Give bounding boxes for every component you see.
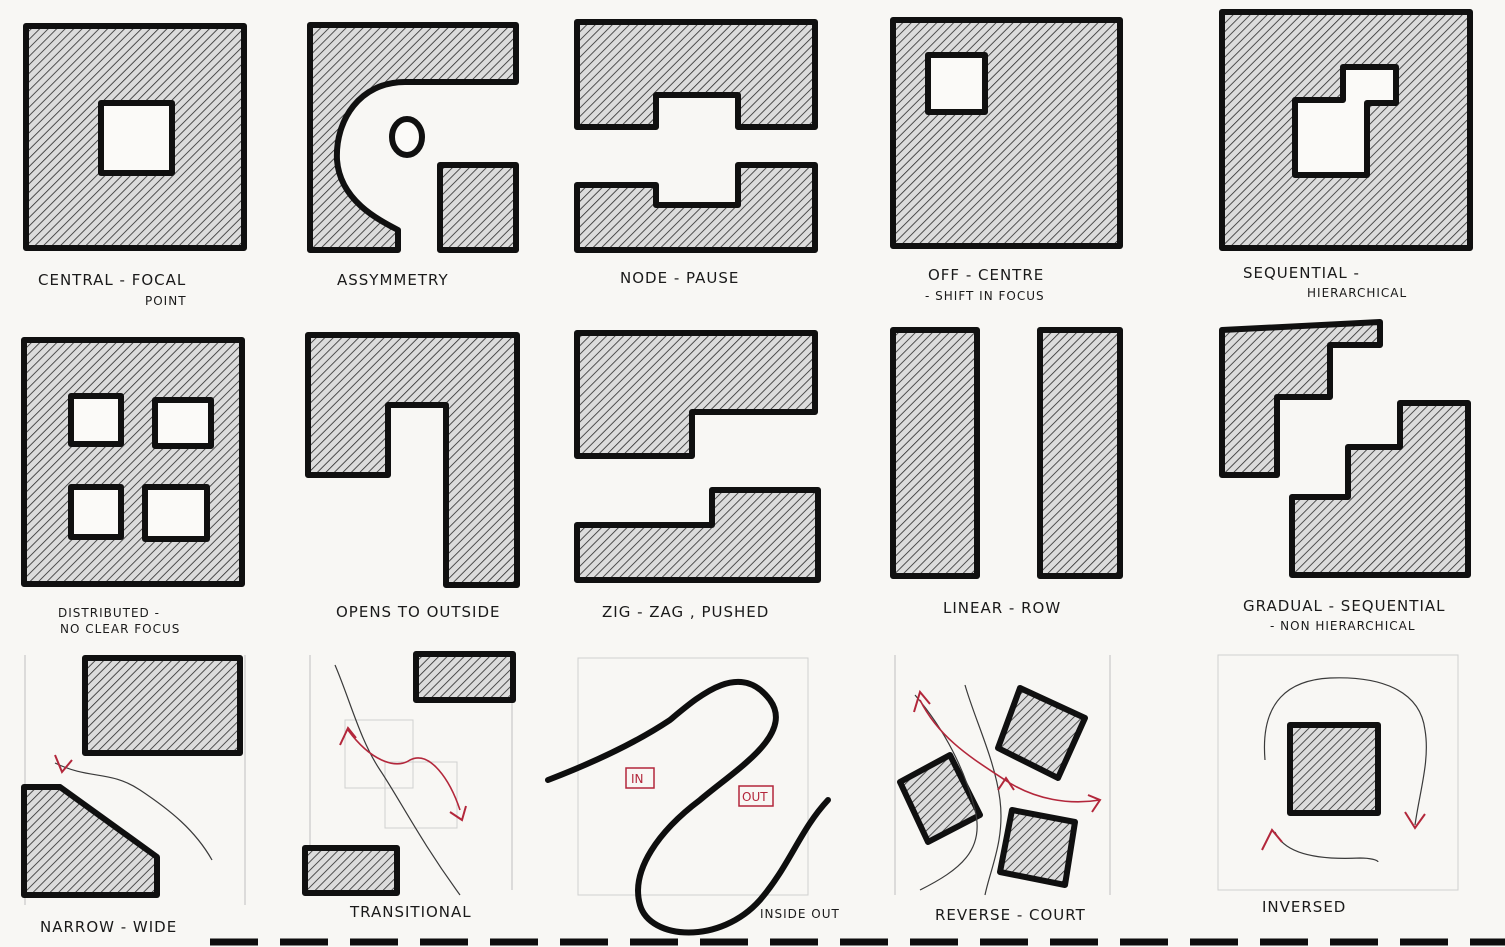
diagram-inversed: INVERSED xyxy=(1218,655,1458,916)
diagram-distributed: DISTRIBUTED - NO CLEAR FOCUS xyxy=(24,340,242,636)
label-gradual-line2: - NON HIERARCHICAL xyxy=(1270,619,1416,633)
diagram-gradual: GRADUAL - SEQUENTIAL - NON HIERARCHICAL xyxy=(1222,322,1468,633)
label-asymmetry: ASSYMMETRY xyxy=(337,271,449,289)
diagram-sequential: SEQUENTIAL - HIERARCHICAL xyxy=(1222,12,1470,300)
label-central-line2: POINT xyxy=(145,294,187,308)
diagram-central-focal: CENTRAL - FOCAL POINT xyxy=(26,26,244,308)
tag-in: IN xyxy=(631,772,644,786)
label-insideout: INSIDE OUT xyxy=(760,907,840,921)
diagram-off-centre: OFF - CENTRE - SHIFT IN FOCUS xyxy=(893,20,1120,303)
label-zigzag: ZIG - ZAG , PUSHED xyxy=(602,603,769,621)
label-sequential-line2: HIERARCHICAL xyxy=(1307,286,1407,300)
label-central-line1: CENTRAL - FOCAL xyxy=(38,271,186,289)
diagram-opens-to-outside: OPENS TO OUTSIDE xyxy=(308,335,517,621)
label-off-centre-line1: OFF - CENTRE xyxy=(928,266,1044,284)
diagram-linear: LINEAR - ROW xyxy=(893,330,1120,617)
label-opens: OPENS TO OUTSIDE xyxy=(336,603,501,621)
label-distributed-line2: NO CLEAR FOCUS xyxy=(60,622,180,636)
diagram-narrow-wide: NARROW - WIDE xyxy=(24,655,245,936)
label-distributed-line1: DISTRIBUTED - xyxy=(58,606,160,620)
diagram-node-pause: NODE - PAUSE xyxy=(577,22,815,287)
label-reverse: REVERSE - COURT xyxy=(935,906,1086,924)
diagram-zigzag: ZIG - ZAG , PUSHED xyxy=(577,333,818,621)
diagram-reverse-court: REVERSE - COURT xyxy=(895,655,1110,924)
label-sequential-line1: SEQUENTIAL - xyxy=(1243,264,1360,282)
label-transitional: TRANSITIONAL xyxy=(349,903,472,921)
label-inversed: INVERSED xyxy=(1262,898,1346,916)
label-off-centre-line2: - SHIFT IN FOCUS xyxy=(925,289,1045,303)
tag-out: OUT xyxy=(742,790,768,804)
label-narrow-wide: NARROW - WIDE xyxy=(40,918,177,936)
diagram-transitional: TRANSITIONAL xyxy=(305,654,513,921)
label-gradual-line1: GRADUAL - SEQUENTIAL xyxy=(1243,597,1445,615)
diagram-inside-out: IN OUT INSIDE OUT xyxy=(548,658,840,933)
label-node: NODE - PAUSE xyxy=(620,269,739,287)
label-linear: LINEAR - ROW xyxy=(943,599,1061,617)
diagram-asymmetry: ASSYMMETRY xyxy=(310,25,516,289)
